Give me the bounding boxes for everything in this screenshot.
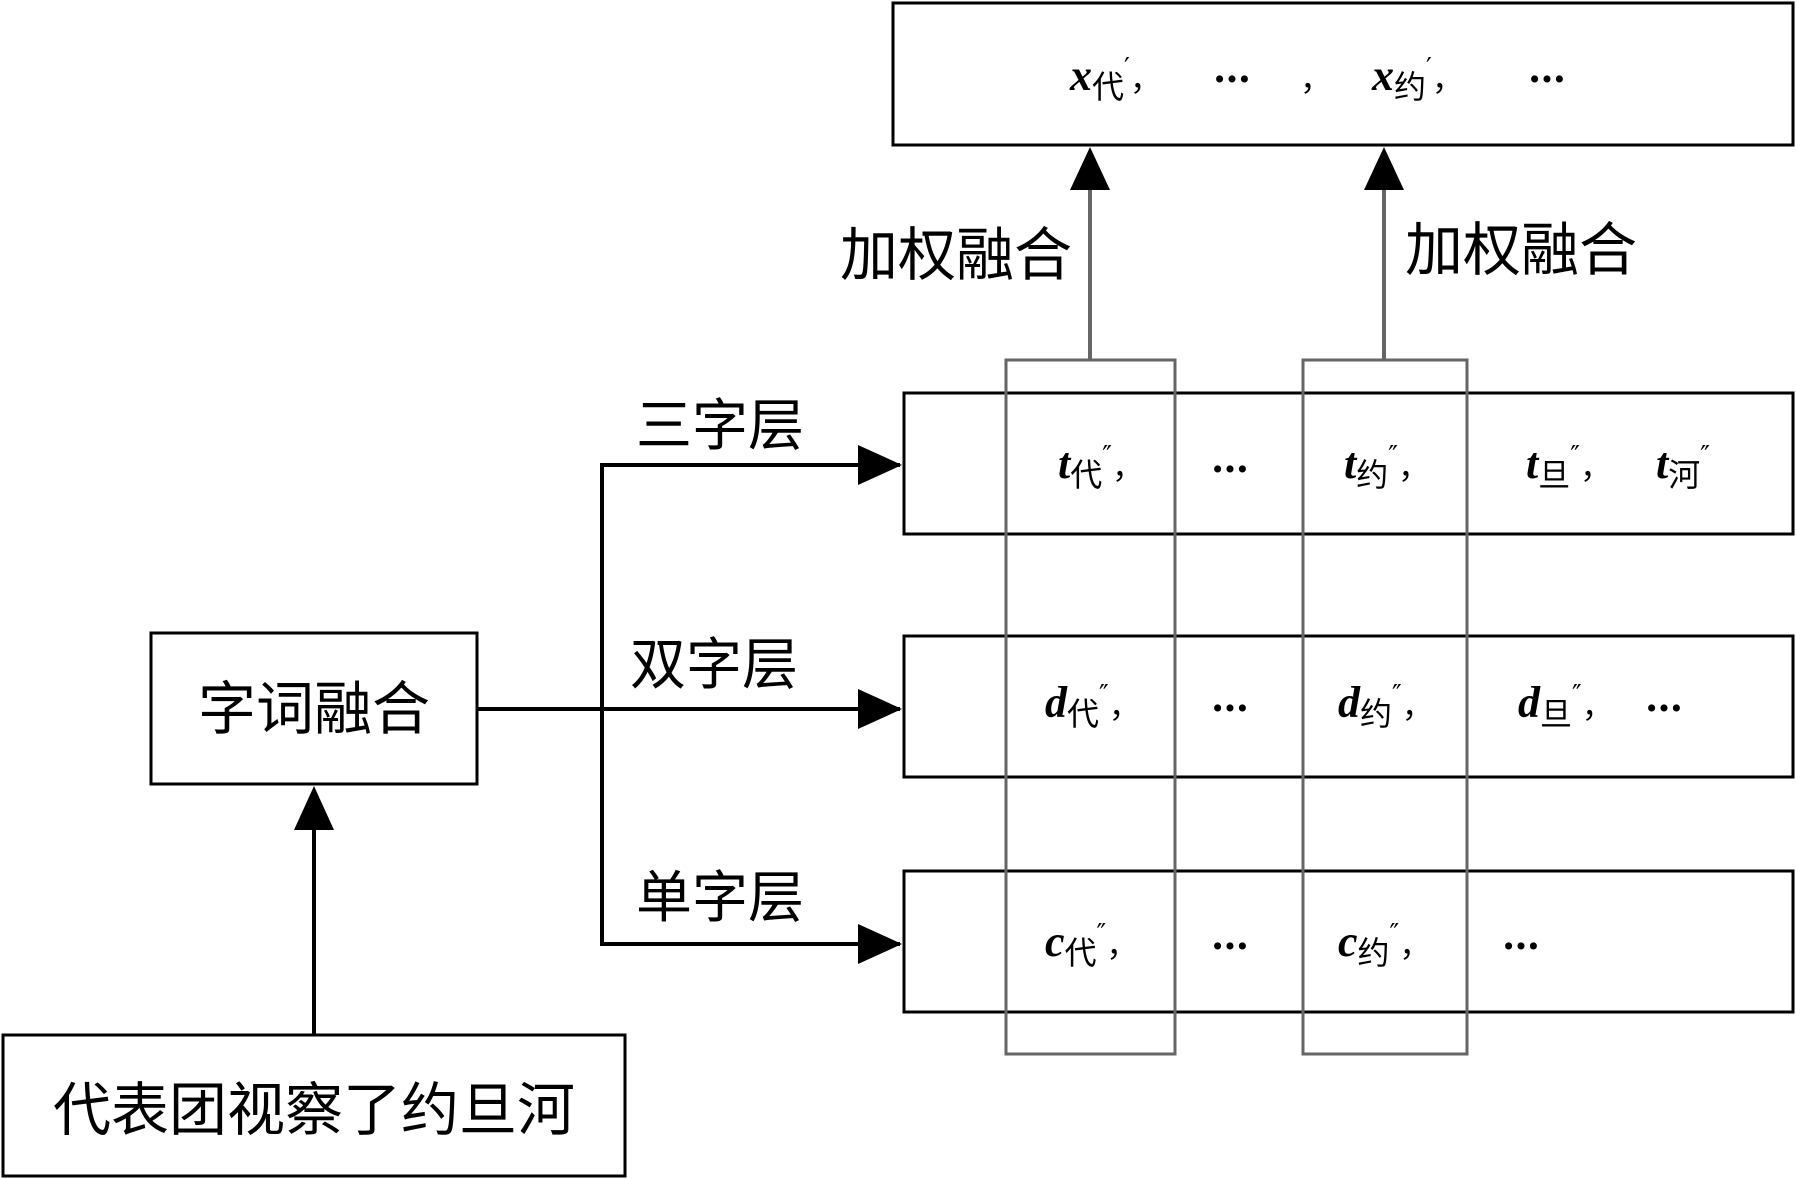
input-to-fusion-arrowhead xyxy=(294,786,334,830)
input-sentence-box xyxy=(1,1033,627,1178)
tri-t-he: t河″ xyxy=(1656,439,1710,494)
bi-d-dai: d代″， xyxy=(1045,678,1141,733)
output-comma: ， xyxy=(1300,60,1332,98)
uni-layer-box xyxy=(902,869,1795,1014)
uni-ellipsis: … xyxy=(1211,913,1249,958)
bi-ellipsis: … xyxy=(1211,675,1249,720)
column-highlight-dai xyxy=(1004,358,1177,1056)
weighted-fusion-label-2: 加权融合 xyxy=(1405,216,1637,284)
column-highlight-yue xyxy=(1301,358,1469,1056)
char-word-fusion-box xyxy=(149,631,479,786)
tri-ellipsis: … xyxy=(1211,436,1249,481)
bi-d-yue: d约″， xyxy=(1338,678,1434,733)
output-x-yue: x约′， xyxy=(1371,51,1464,106)
weighted-fusion-arrowhead-1 xyxy=(1070,147,1110,190)
weighted-fusion-arrowhead-2 xyxy=(1364,147,1404,190)
tri-t-dan: t旦″， xyxy=(1526,439,1612,494)
uni-ellipsis-2: … xyxy=(1502,913,1540,958)
output-x-dai: x代′， xyxy=(1069,51,1162,106)
input-sentence-text: 代表团视察了约旦河 xyxy=(53,1076,575,1144)
output-ellipsis-2: … xyxy=(1528,46,1566,91)
output-box xyxy=(891,1,1795,147)
bi-d-dan: d旦″， xyxy=(1518,678,1614,733)
tri-t-dai: t代″， xyxy=(1058,439,1144,494)
tri-layer-box xyxy=(902,391,1795,536)
tri-t-yue: t约″， xyxy=(1344,439,1430,494)
bi-ellipsis-2: … xyxy=(1645,675,1683,720)
uni-c-yue: c约″， xyxy=(1338,917,1431,972)
arrowhead-uni-layer xyxy=(858,924,902,964)
output-ellipsis-1: … xyxy=(1213,46,1251,91)
bi-layer-label: 双字层 xyxy=(630,633,798,698)
arrowhead-tri-layer xyxy=(858,445,902,485)
tri-layer-label: 三字层 xyxy=(636,394,804,459)
weighted-fusion-label-1: 加权融合 xyxy=(840,221,1072,289)
arrowhead-bi-layer xyxy=(858,689,902,729)
char-word-fusion-label: 字词融合 xyxy=(198,675,430,743)
bi-layer-box xyxy=(902,634,1795,779)
uni-c-dai: c代″， xyxy=(1045,917,1138,972)
uni-layer-label: 单字层 xyxy=(636,866,804,931)
